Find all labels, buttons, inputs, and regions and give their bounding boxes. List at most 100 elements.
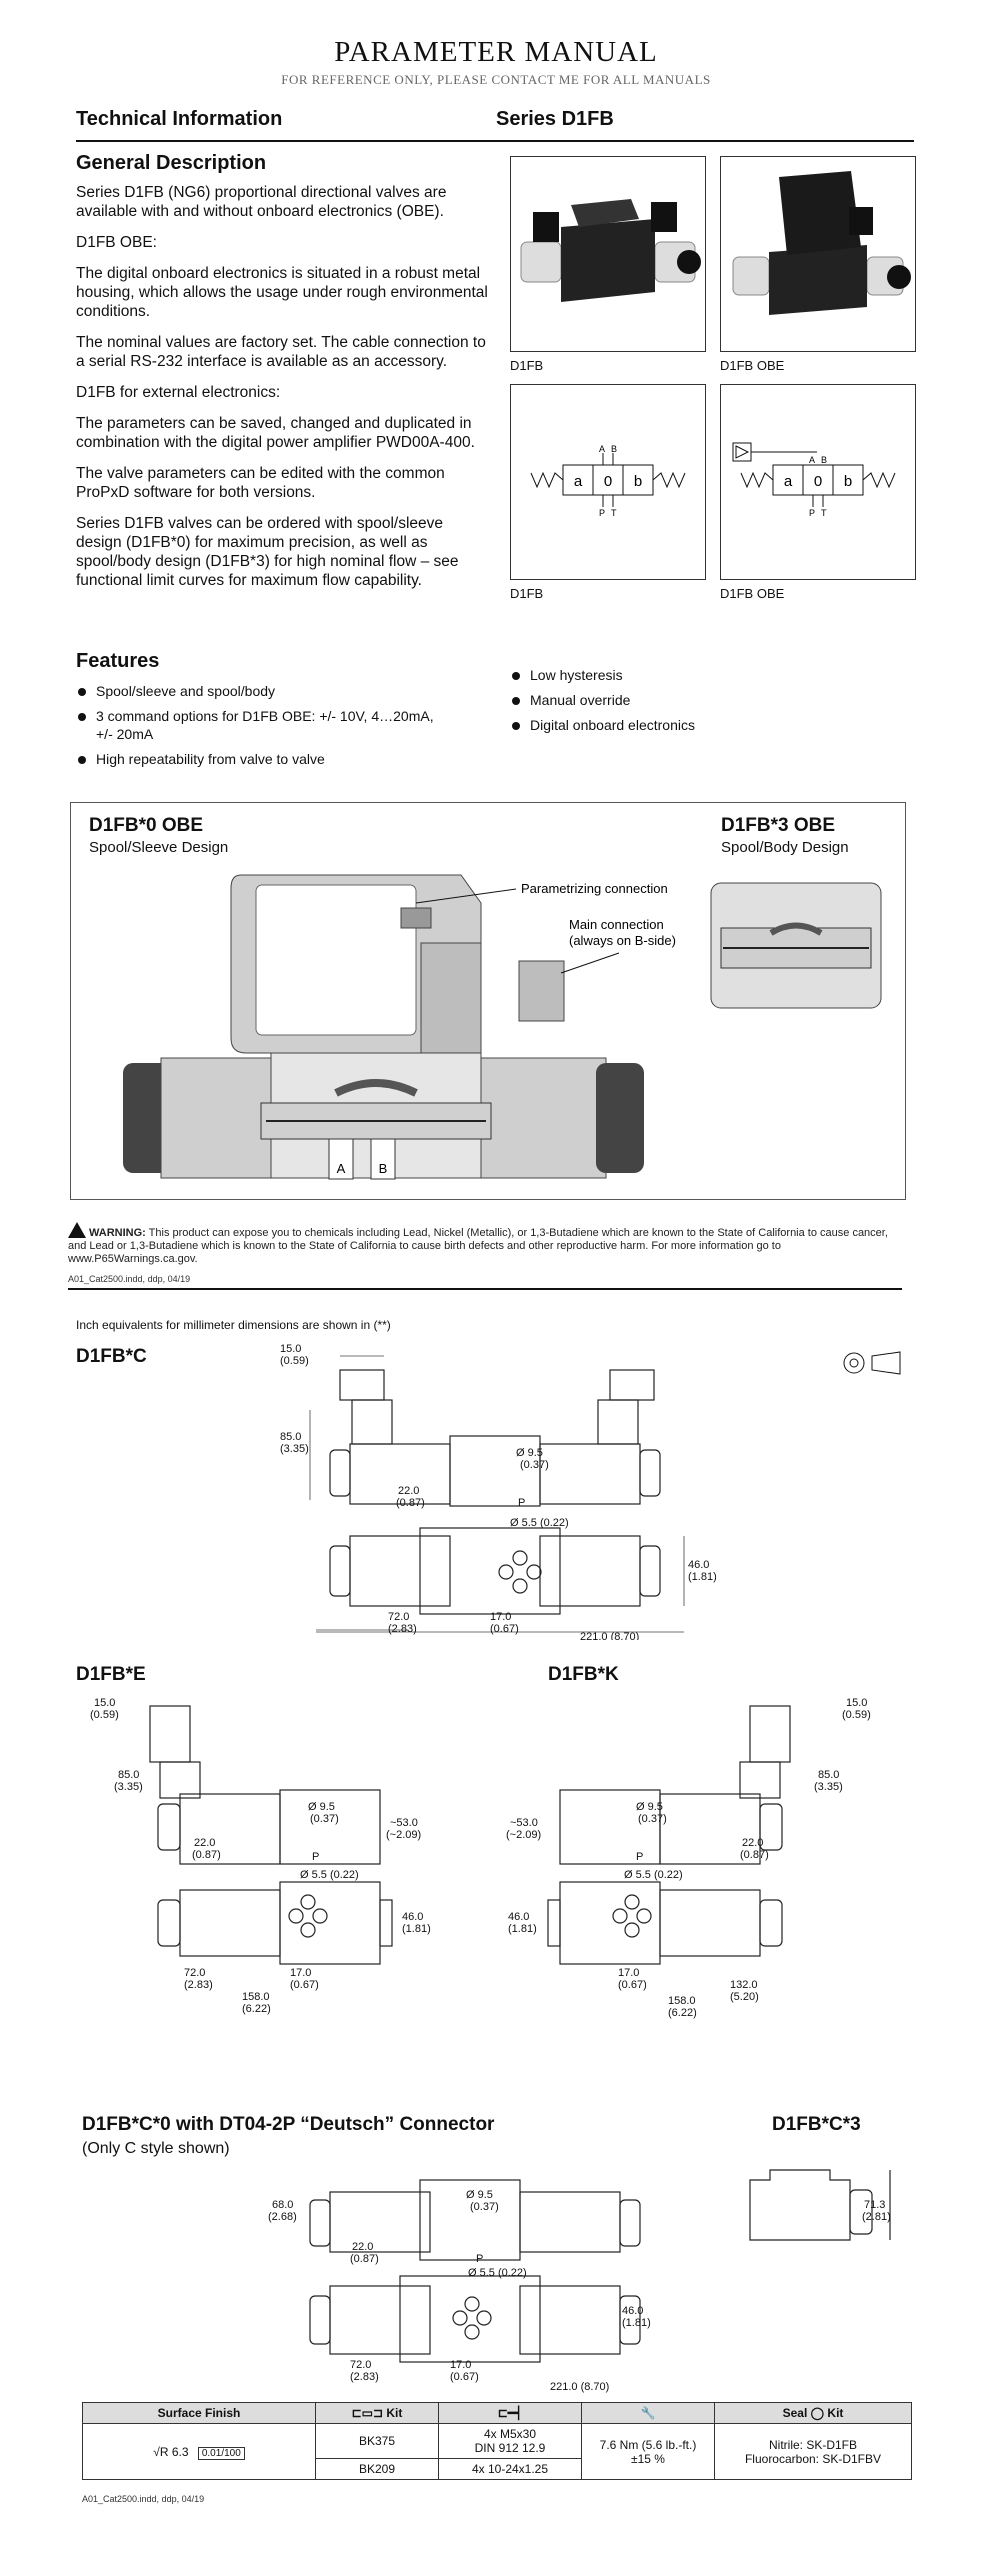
drawing-title-dt04: D1FB*C*0 with DT04-2P “Deutsch” Connecto…	[82, 2114, 495, 2135]
image-caption: D1FB OBE	[720, 358, 785, 373]
dim-22: 22.0	[398, 1485, 419, 1497]
page-title: PARAMETER MANUAL	[334, 36, 658, 68]
symbol-0: 0	[814, 473, 822, 490]
dim-53: ~53.0	[510, 1817, 538, 1829]
bolt-spec-2: 4x 10-24x1.25	[438, 2458, 582, 2480]
bolt-kit-2: BK209	[315, 2458, 439, 2480]
dimension-drawing-c: 15.0 (0.59) 85.0 (3.35) Ø 9.5 (0.37) 22.…	[280, 1343, 717, 1640]
dim-68-in: (2.68)	[268, 2211, 297, 2223]
dim-9-5-in: (0.37)	[638, 1813, 667, 1825]
list-item: Low hysteresis	[510, 666, 850, 684]
dim-15: 15.0	[846, 1697, 867, 1709]
callout-main-connection: Main connection	[569, 917, 664, 932]
desc-paragraph: The nominal values are factory set. The …	[76, 334, 486, 370]
dimension-drawing-k: 15.0 (0.59) 85.0 (3.35) Ø 9.5 (0.37) ~53…	[506, 1697, 871, 2019]
dim-17: 17.0	[490, 1611, 511, 1623]
port-p-label: P	[312, 1851, 319, 1863]
dim-85: 85.0	[118, 1769, 139, 1781]
projection-symbol-icon	[843, 1351, 901, 1375]
seal-ring-icon: ◯	[810, 2406, 825, 2420]
dim-15-in: (0.59)	[90, 1709, 119, 1721]
dim-5-5: Ø 5.5 (0.22)	[510, 1517, 569, 1529]
dimension-drawing-dt04: 68.0 (2.68) Ø 9.5 (0.37) 22.0 (0.87) P Ø…	[268, 2179, 651, 2393]
inch-note: Inch equivalents for millimeter dimensio…	[76, 1318, 391, 1332]
roughness-symbol-icon: √	[153, 2444, 160, 2459]
dim-221: 221.0 (8.70)	[580, 1631, 639, 1640]
image-caption: D1FB	[510, 358, 544, 373]
dim-53: ~53.0	[390, 1817, 418, 1829]
symbol-port-b: B	[611, 444, 617, 454]
section-left-heading: Technical Information	[76, 108, 283, 130]
symbol-port-b: B	[821, 455, 827, 465]
cutaway-left-title: D1FB*0 OBE	[89, 815, 204, 836]
dim-17: 17.0	[618, 1967, 639, 1979]
dim-17-in: (0.67)	[490, 1623, 519, 1635]
cutaway-panel: D1FB*0 OBE Spool/Sleeve Design D1FB*3 OB…	[70, 802, 906, 1200]
desc-paragraph: Series D1FB (NG6) proportional direction…	[76, 184, 447, 220]
dim-22-in: (0.87)	[396, 1497, 425, 1509]
list-item: Spool/sleeve and spool/body	[76, 682, 436, 700]
desc-paragraph: Series D1FB valves can be ordered with s…	[76, 515, 459, 589]
dim-221: 221.0 (8.70)	[550, 2381, 609, 2393]
dim-85-in: (3.35)	[814, 1781, 843, 1793]
warning-footer: A01_Cat2500.indd, ddp, 04/19	[68, 1274, 191, 1284]
dim-9-5: Ø 9.5	[516, 1447, 543, 1459]
dim-17-in: (0.67)	[618, 1979, 647, 1991]
dim-158-in: (6.22)	[242, 2003, 271, 2015]
dim-22-in: (0.87)	[192, 1849, 221, 1861]
dim-85-in: (3.35)	[280, 1443, 309, 1455]
bolt-kit-icon: ⊏▭⊐	[351, 2406, 387, 2420]
dim-22-in: (0.87)	[740, 1849, 769, 1861]
dim-132-in: (5.20)	[730, 1991, 759, 2003]
dim-85: 85.0	[280, 1431, 301, 1443]
page-footer: A01_Cat2500.indd, ddp, 04/19	[82, 2494, 205, 2504]
drawing-subtitle-dt04: (Only C style shown)	[82, 2140, 230, 2157]
dim-9-5: Ø 9.5	[466, 2189, 493, 2201]
dim-46: 46.0	[622, 2305, 643, 2317]
warning-label: WARNING:	[89, 1227, 146, 1239]
description-text: Series D1FB (NG6) proportional direction…	[76, 183, 488, 602]
desc-paragraph: The digital onboard electronics is situa…	[76, 265, 488, 320]
dim-17-in: (0.67)	[450, 2371, 479, 2383]
list-item: High repeatability from valve to valve	[76, 750, 436, 768]
image-caption: D1FB	[510, 586, 544, 601]
dim-158-in: (6.22)	[668, 2007, 697, 2019]
section-right-heading: Series D1FB	[496, 108, 614, 130]
dim-72: 72.0	[350, 2359, 371, 2371]
desc-paragraph: The parameters can be saved, changed and…	[76, 415, 475, 451]
dim-22: 22.0	[194, 1837, 215, 1849]
desc-paragraph: The valve parameters can be edited with …	[76, 465, 445, 501]
kit-table: Surface Finish ⊏▭⊐ Kit ⊏━┥ 🔧 Seal ◯ Kit …	[82, 2402, 912, 2480]
symbol-port-a: A	[809, 455, 815, 465]
dim-46: 46.0	[508, 1911, 529, 1923]
hydraulic-symbol-d1fb: a 0 b A B P T	[510, 384, 706, 580]
dim-53-in: (~2.09)	[386, 1829, 421, 1841]
dim-9-5-in: (0.37)	[310, 1813, 339, 1825]
port-p-label: P	[476, 2253, 483, 2265]
image-caption: D1FB OBE	[720, 586, 785, 601]
general-description-heading: General Description	[76, 152, 267, 174]
warning-text: This product can expose you to chemicals…	[68, 1227, 888, 1265]
wrench-icon: 🔧	[640, 2406, 656, 2420]
dim-158: 158.0	[668, 1995, 696, 2007]
symbol-a: a	[574, 473, 583, 490]
dim-46-in: (1.81)	[688, 1571, 717, 1583]
dim-72-in: (2.83)	[350, 2371, 379, 2383]
dim-9-5-in: (0.37)	[520, 1459, 549, 1471]
dimension-drawing-e: 15.0 (0.59) 85.0 (3.35) Ø 9.5 (0.37) ~53…	[90, 1697, 431, 2015]
cutaway-port-a: A	[337, 1161, 346, 1176]
cutaway-left-subtitle: Spool/Sleeve Design	[89, 839, 229, 856]
dim-22: 22.0	[742, 1837, 763, 1849]
dim-71-3-in: (2.81)	[862, 2211, 891, 2223]
warning-icon	[68, 1222, 86, 1238]
symbol-a: a	[784, 473, 793, 490]
surface-finish-cell: √R 6.3 0.01/100	[82, 2423, 316, 2480]
dim-22: 22.0	[352, 2241, 373, 2253]
dim-17: 17.0	[290, 1967, 311, 1979]
drawing-title-k: D1FB*K	[548, 1664, 619, 1685]
dim-17: 17.0	[450, 2359, 471, 2371]
page-subtitle: FOR REFERENCE ONLY, PLEASE CONTACT ME FO…	[281, 72, 711, 87]
dim-72: 72.0	[388, 1611, 409, 1623]
dim-5-5: Ø 5.5 (0.22)	[468, 2267, 527, 2279]
